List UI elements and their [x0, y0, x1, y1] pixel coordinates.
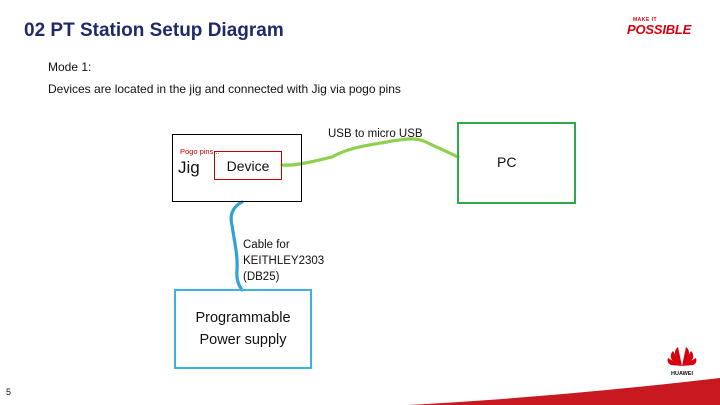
device-box: Device	[214, 151, 282, 180]
pogo-pins-label: Pogo pins...	[180, 147, 220, 156]
device-label: Device	[226, 157, 270, 174]
pc-label: PC	[497, 154, 517, 170]
page-number: 5	[6, 387, 12, 397]
slide-title: 02 PT Station Setup Diagram	[24, 20, 284, 41]
huawei-logo: HUAWEI	[663, 343, 701, 377]
huawei-logo-icon: HUAWEI	[667, 347, 697, 377]
power-cable-label-line: KEITHLEY2303	[243, 255, 325, 267]
power-cable-line	[229, 200, 244, 292]
huawei-logo-text: HUAWEI	[671, 371, 693, 377]
brand-tagline-big: POSSIBLE	[627, 22, 692, 37]
power-cable-label-line: (DB25)	[243, 271, 280, 283]
jig-box	[172, 134, 302, 202]
jig-label: Jig	[178, 158, 200, 177]
power-supply-label-line: Power supply	[199, 332, 287, 348]
brand-tagline-small: MAKE IT	[633, 17, 658, 23]
mode-label: Mode 1:	[48, 60, 92, 74]
power-cable-label-line: Cable for	[243, 239, 290, 251]
mode-description: Devices are located in the jig and conne…	[48, 82, 401, 96]
power-supply-box: Programmable Power supply	[174, 289, 312, 369]
power-supply-label-line: Programmable	[195, 310, 291, 326]
footer-swoosh	[408, 378, 720, 405]
pc-box	[457, 122, 576, 204]
usb-cable-label: USB to micro USB	[328, 128, 423, 140]
power-cable-label: Cable for KEITHLEY2303 (DB25)	[243, 237, 324, 285]
usb-cable-line	[280, 137, 460, 167]
